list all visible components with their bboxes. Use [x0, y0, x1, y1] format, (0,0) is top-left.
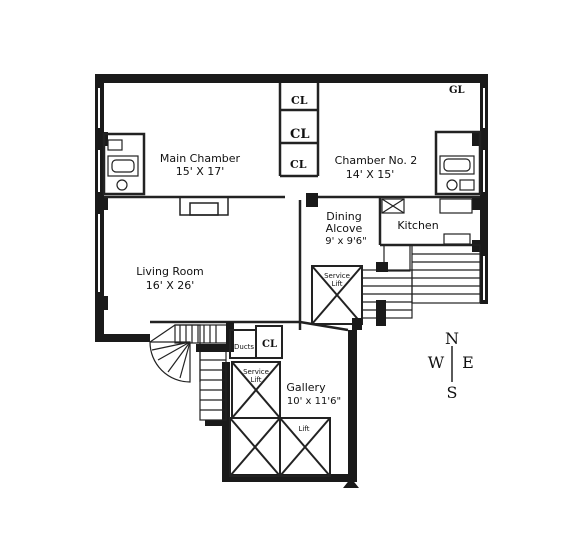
chamber-2-name: Chamber No. 2	[335, 154, 418, 167]
entrance-marker	[343, 478, 359, 488]
closet-label-1: CL	[291, 94, 308, 107]
interior-walls	[102, 83, 482, 332]
kitchen-name: Kitchen	[397, 219, 438, 232]
lift-label: Lift	[299, 425, 310, 433]
main-chamber-name: Main Chamber	[160, 152, 241, 165]
service-lift-right-label-1: Service	[324, 272, 350, 280]
chamber2-bath-fixtures	[439, 155, 475, 191]
main-chamber-dims: 15' X 17'	[176, 165, 225, 178]
closet-label-2: CL	[290, 127, 310, 142]
compass-w: W	[428, 353, 445, 372]
windows	[98, 88, 485, 300]
dining-name-2: Alcove	[326, 222, 363, 235]
chamber-2-dims: 14' X 15'	[346, 168, 395, 181]
compass: N S W E	[428, 329, 474, 402]
service-lift-right-label-2: Lift	[332, 280, 343, 288]
compass-s: S	[447, 383, 458, 402]
ducts-closet	[229, 325, 283, 359]
compass-n: N	[445, 329, 459, 348]
dining-dims: 9' x 9'6"	[325, 236, 366, 247]
closet-label-cl-gallery: CL	[262, 339, 277, 350]
gallery-name: Gallery	[286, 381, 326, 394]
closet-label-gl: GL	[449, 85, 465, 96]
dining-name-1: Dining	[326, 210, 362, 223]
main-bath-fixtures	[107, 139, 139, 191]
kitchen-fixtures	[381, 198, 473, 245]
fireplace	[179, 196, 229, 216]
ducts-label: Ducts	[234, 343, 254, 351]
living-room-dims: 16' X 26'	[146, 279, 195, 292]
service-lift-gallery-label-1: Service	[243, 368, 269, 376]
service-lift-right	[311, 265, 363, 325]
living-room-name: Living Room	[136, 265, 204, 278]
spiral-stair	[149, 324, 228, 421]
closet-label-3: CL	[290, 158, 307, 171]
service-lift-gallery-label-2: Lift	[251, 376, 262, 384]
lift-bottom	[229, 417, 331, 477]
compass-e: E	[462, 353, 474, 372]
gallery-dims: 10' x 11'6"	[287, 396, 341, 407]
